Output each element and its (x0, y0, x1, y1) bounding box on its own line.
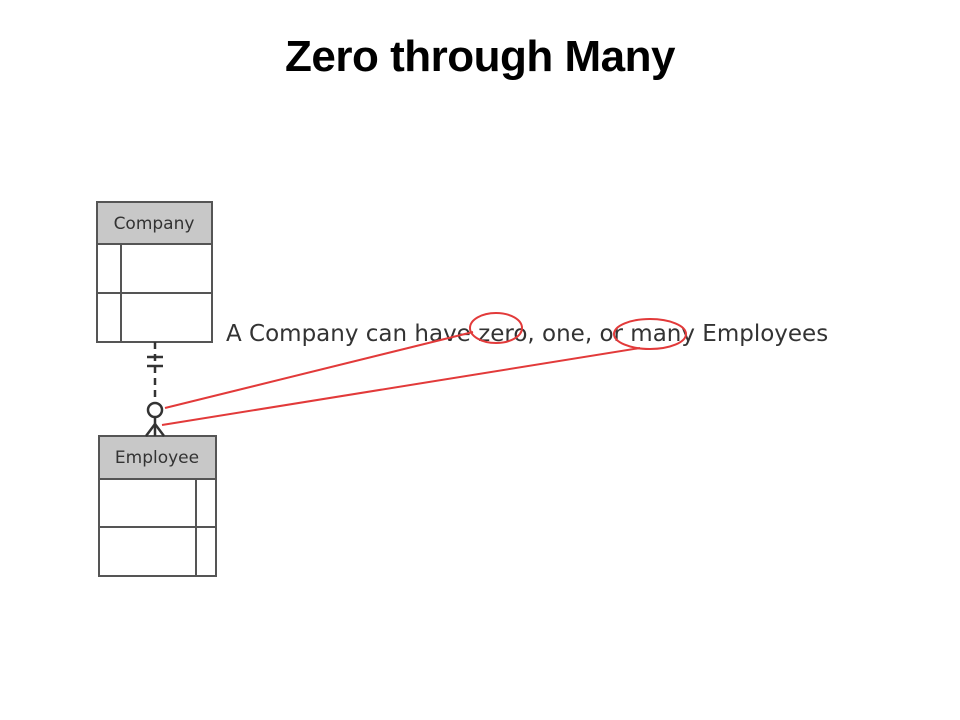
employee-entity: Employee (98, 435, 217, 577)
company-entity: Company (96, 201, 213, 343)
caption-many-word: many (630, 321, 695, 347)
zero-pointer-line (164, 331, 474, 409)
employee-header (98, 435, 217, 480)
caption-part-1: A Company can have (226, 321, 478, 347)
many-pointer-line (161, 347, 641, 426)
annotations (161, 312, 687, 426)
crows-foot-left (145, 423, 156, 437)
employee-label: Employee (115, 448, 199, 468)
company-label: Company (114, 214, 195, 234)
caption-part-5: Employees (695, 321, 828, 347)
crows-foot-right (154, 423, 165, 437)
relationship-caption: A Company can have zero, one, or many Em… (226, 321, 828, 347)
company-header (96, 201, 213, 245)
relationship-connector (145, 342, 165, 437)
zero-highlight-ellipse (469, 312, 523, 344)
slide-title: Zero through Many (285, 32, 675, 81)
zero-circle-icon (146, 401, 164, 419)
many-highlight-ellipse (613, 318, 687, 350)
